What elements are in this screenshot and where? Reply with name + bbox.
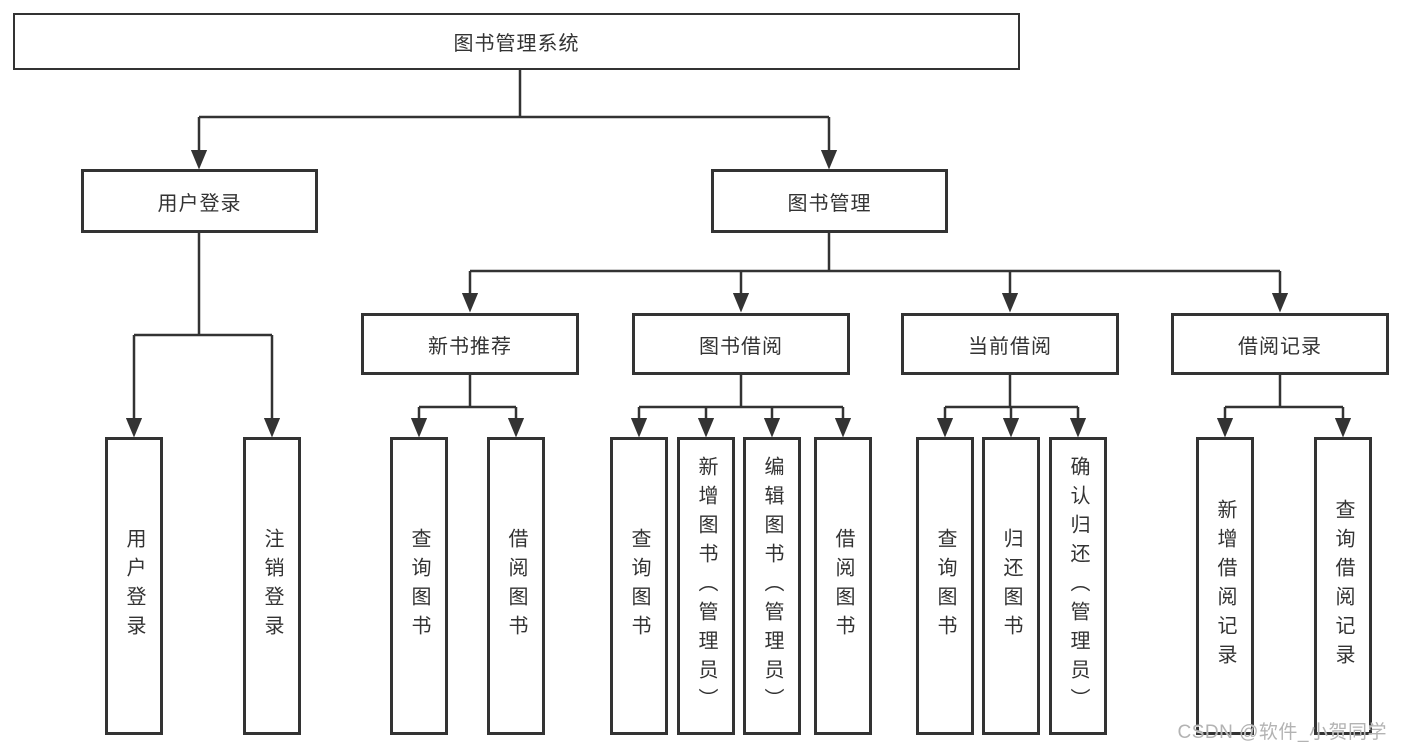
connectors-user-login-branch: [125, 233, 281, 438]
leaf-label: 新增图书（管理员）: [695, 455, 717, 717]
node-root-label: 图书管理系统: [453, 33, 580, 55]
node-borrow-records-label: 借阅记录: [1238, 335, 1322, 358]
node-current-borrow: 当前借阅: [901, 313, 1119, 375]
leaf-label: 归还图书: [1000, 528, 1022, 644]
node-book-mgmt-label: 图书管理: [787, 192, 872, 215]
leaf-query-books-3: 查询图书: [916, 437, 974, 735]
connectors-book-borrow-branch: [630, 375, 852, 438]
leaf-logout: 注销登录: [243, 437, 301, 735]
leaf-label: 查询借阅记录: [1332, 499, 1354, 673]
node-book-mgmt: 图书管理: [711, 169, 948, 233]
leaf-label: 查询图书: [934, 528, 956, 644]
node-root: 图书管理系统: [13, 13, 1020, 70]
connectors-new-book-branch: [410, 375, 525, 438]
node-borrow-records: 借阅记录: [1171, 313, 1389, 375]
node-book-borrow: 图书借阅: [632, 313, 850, 375]
leaf-add-books-admin: 新增图书（管理员）: [677, 437, 735, 735]
leaf-confirm-return-admin: 确认归还（管理员）: [1049, 437, 1107, 735]
leaf-edit-books-admin: 编辑图书（管理员）: [743, 437, 801, 735]
leaf-label: 借阅图书: [505, 528, 527, 644]
leaf-label: 新增借阅记录: [1214, 499, 1236, 673]
connectors-current-borrow-branch: [936, 375, 1087, 438]
leaf-query-borrow-record: 查询借阅记录: [1314, 437, 1372, 735]
leaf-label: 查询图书: [408, 528, 430, 644]
connectors-book-mgmt-branch: [461, 233, 1289, 313]
leaf-query-books-2: 查询图书: [610, 437, 668, 735]
leaf-label: 编辑图书（管理员）: [761, 455, 783, 717]
leaf-user-login: 用户登录: [105, 437, 163, 735]
node-user-login-label: 用户登录: [157, 192, 242, 215]
connectors-borrow-records-branch: [1216, 375, 1352, 438]
leaf-label: 注销登录: [261, 528, 283, 644]
leaf-return-books: 归还图书: [982, 437, 1040, 735]
leaf-label: 查询图书: [628, 528, 650, 644]
leaf-borrow-books-2: 借阅图书: [814, 437, 872, 735]
leaf-label: 借阅图书: [832, 528, 854, 644]
leaf-query-books-1: 查询图书: [390, 437, 448, 735]
leaf-borrow-books-1: 借阅图书: [487, 437, 545, 735]
connectors-root-to-level2: [190, 70, 838, 170]
node-new-book-label: 新书推荐: [428, 335, 512, 358]
node-current-borrow-label: 当前借阅: [968, 335, 1052, 358]
csdn-watermark: CSDN @软件_小贺同学: [1177, 722, 1387, 743]
leaf-label: 用户登录: [123, 528, 145, 644]
node-book-borrow-label: 图书借阅: [699, 335, 783, 358]
leaf-add-borrow-record: 新增借阅记录: [1196, 437, 1254, 735]
leaf-label: 确认归还（管理员）: [1067, 455, 1089, 717]
node-user-login: 用户登录: [81, 169, 318, 233]
node-new-book: 新书推荐: [361, 313, 579, 375]
